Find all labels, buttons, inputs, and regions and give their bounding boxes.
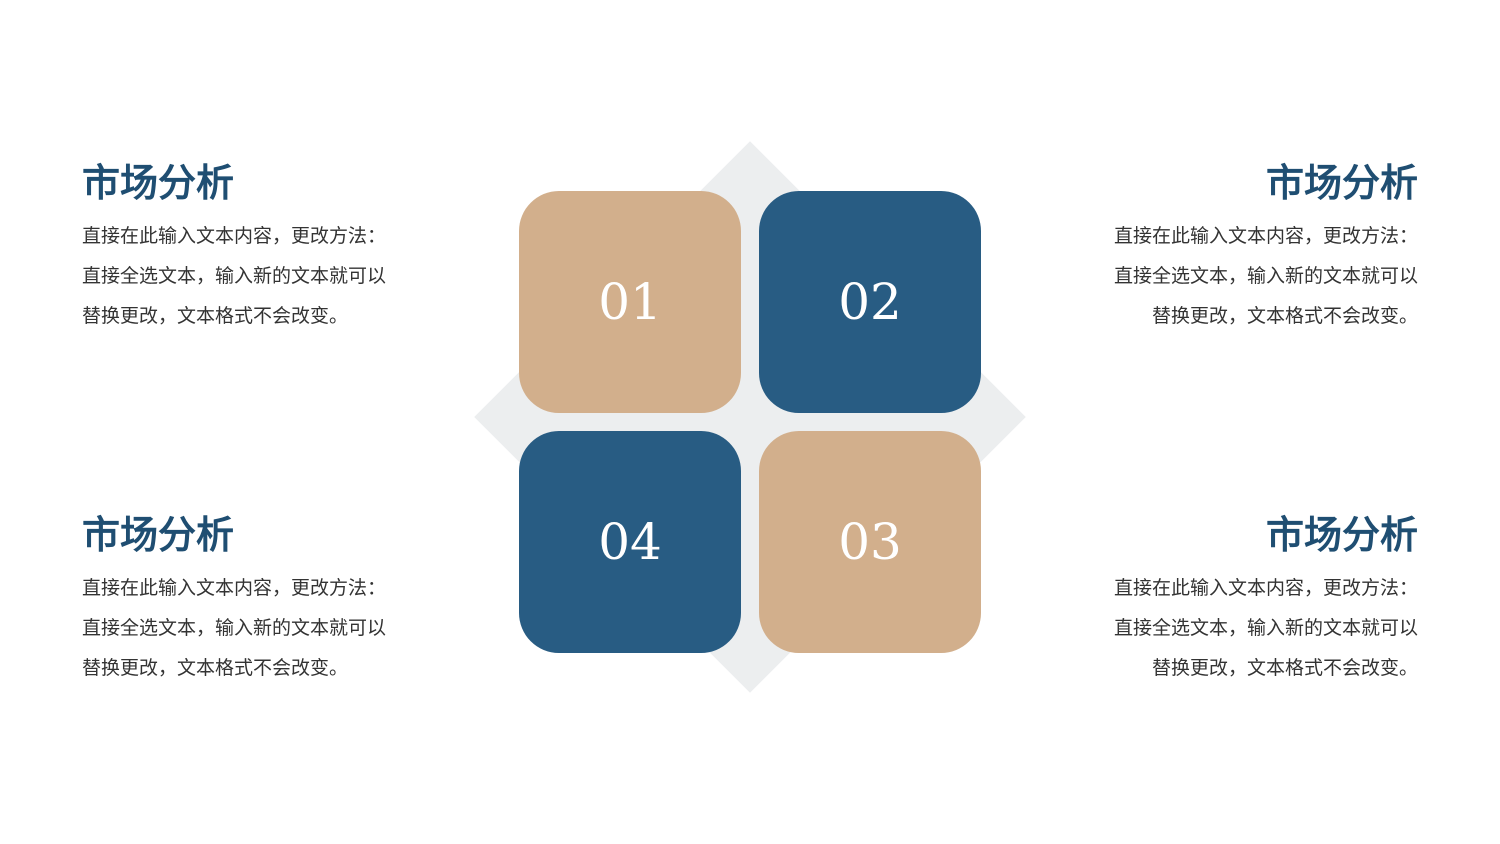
block-line: 直接在此输入文本内容，更改方法： <box>1113 577 1418 599</box>
block-text: 直接在此输入文本内容，更改方法： 直接全选文本，输入新的文本就可以 替换更改，文… <box>82 216 442 336</box>
block-line: 替换更改，文本格式不会改变。 <box>82 305 349 327</box>
block-line: 替换更改，文本格式不会改变。 <box>1151 657 1418 679</box>
block-title: 市场分析 <box>1265 160 1418 205</box>
block-text: 直接在此输入文本内容，更改方法： 直接全选文本，输入新的文本就可以 替换更改，文… <box>82 568 442 688</box>
text-block-top-left: 市场分析 直接在此输入文本内容，更改方法： 直接全选文本，输入新的文本就可以 替… <box>82 158 442 336</box>
block-text: 直接在此输入文本内容，更改方法： 直接全选文本，输入新的文本就可以 替换更改，文… <box>1058 568 1418 688</box>
block-text: 直接在此输入文本内容，更改方法： 直接全选文本，输入新的文本就可以 替换更改，文… <box>1058 216 1418 336</box>
block-title: 市场分析 <box>82 512 235 557</box>
tile-03: 03 <box>759 431 981 653</box>
text-block-bottom-left: 市场分析 直接在此输入文本内容，更改方法： 直接全选文本，输入新的文本就可以 替… <box>82 510 442 688</box>
block-line: 替换更改，文本格式不会改变。 <box>1151 305 1418 327</box>
block-line: 直接全选文本，输入新的文本就可以 <box>1113 617 1418 639</box>
block-title: 市场分析 <box>82 160 235 205</box>
text-block-bottom-right: 市场分析 直接在此输入文本内容，更改方法： 直接全选文本，输入新的文本就可以 替… <box>1058 510 1418 688</box>
block-line: 直接在此输入文本内容，更改方法： <box>82 577 387 599</box>
block-line: 直接在此输入文本内容，更改方法： <box>1113 225 1418 247</box>
tile-02-number: 02 <box>838 273 902 331</box>
tile-02: 02 <box>759 191 981 413</box>
block-line: 替换更改，文本格式不会改变。 <box>82 657 349 679</box>
text-block-top-right: 市场分析 直接在此输入文本内容，更改方法： 直接全选文本，输入新的文本就可以 替… <box>1058 158 1418 336</box>
block-line: 直接全选文本，输入新的文本就可以 <box>82 265 387 287</box>
tile-04-number: 04 <box>598 513 662 571</box>
block-line: 直接全选文本，输入新的文本就可以 <box>82 617 387 639</box>
block-title: 市场分析 <box>1265 512 1418 557</box>
block-line: 直接在此输入文本内容，更改方法： <box>82 225 387 247</box>
tile-01: 01 <box>519 191 741 413</box>
tile-04: 04 <box>519 431 741 653</box>
tile-03-number: 03 <box>838 513 902 571</box>
tile-01-number: 01 <box>598 273 662 331</box>
block-line: 直接全选文本，输入新的文本就可以 <box>1113 265 1418 287</box>
